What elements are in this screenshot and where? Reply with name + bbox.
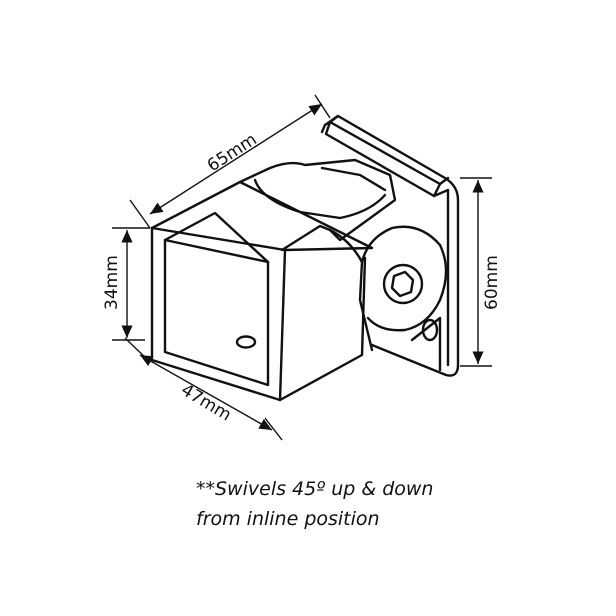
dim-label-tube-width: 47mm — [177, 380, 234, 425]
dim-line-length — [149, 103, 323, 215]
dim-label-plate-height: 60mm — [482, 255, 502, 310]
dim-label-length: 65mm — [204, 130, 261, 177]
mounting-plate — [320, 114, 460, 377]
dim-line-tube-width — [139, 354, 273, 431]
caption-line-2: from inline position — [196, 508, 380, 530]
square-tube — [150, 180, 374, 402]
dim-label-tube-height: 34mm — [102, 255, 122, 310]
hex-screw-icon — [382, 263, 424, 305]
caption-line-1: **Swivels 45º up & down — [196, 478, 434, 500]
swivel-knuckle — [238, 158, 448, 352]
